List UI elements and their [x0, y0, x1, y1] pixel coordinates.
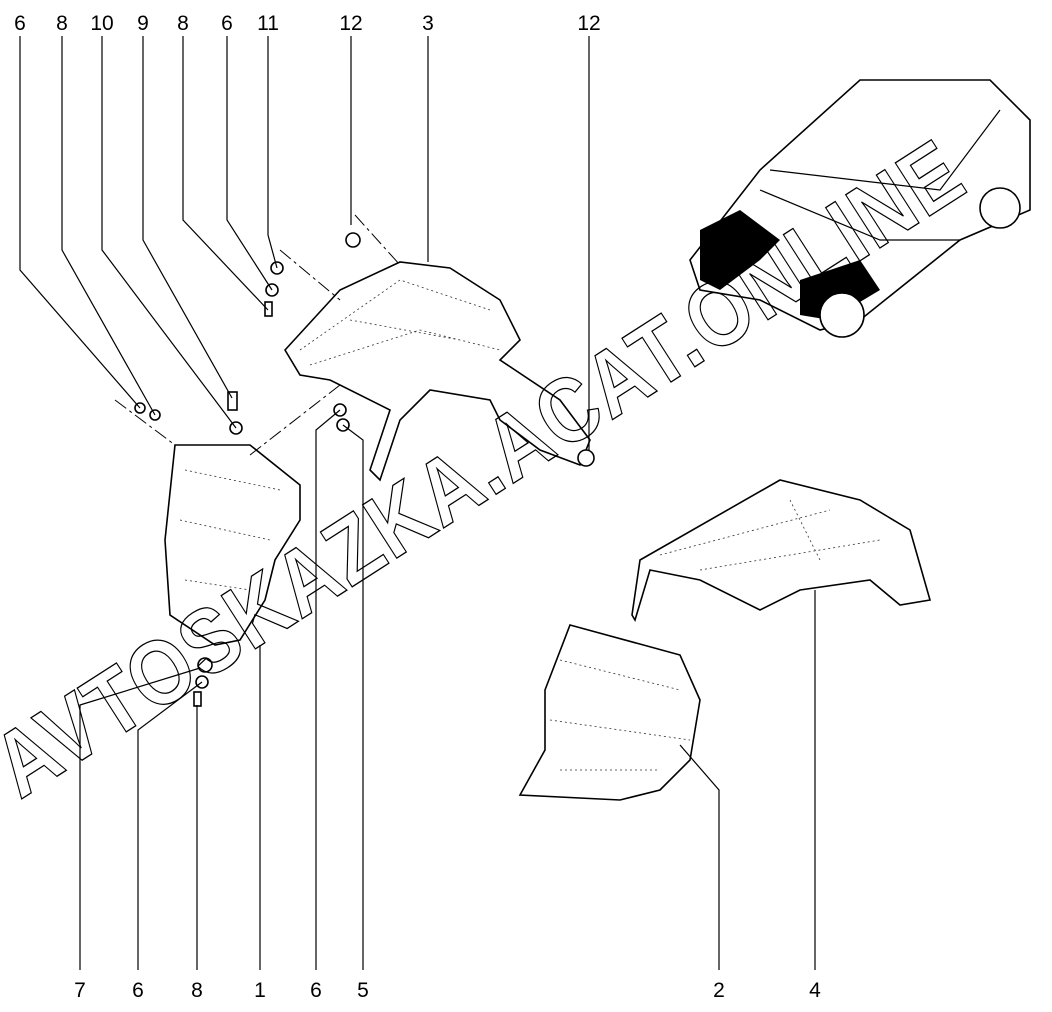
part-4-rear-liner: [631, 479, 932, 622]
watermark: AVTOSKAZKA.ACAT.ONLINE: [0, 121, 982, 817]
leader-lines: [19, 36, 816, 970]
callout-12: 12: [577, 12, 600, 35]
rear-wheel: [979, 187, 1021, 229]
callout-4: 4: [809, 979, 821, 1002]
front-liner-highlight: [800, 260, 880, 320]
callout-6: 6: [221, 12, 233, 35]
vehicle-thumbnail: [689, 79, 1031, 338]
callout-3: 3: [422, 12, 434, 35]
callout-8: 8: [56, 12, 68, 35]
callout-8: 8: [191, 979, 203, 1002]
callout-7: 7: [74, 979, 86, 1002]
callout-12: 12: [339, 12, 362, 35]
assembly-lines: [114, 214, 401, 456]
callout-8: 8: [177, 12, 189, 35]
callout-9: 9: [137, 12, 149, 35]
front-wheel: [819, 292, 865, 338]
part-3-front-liner: [284, 261, 591, 482]
fasteners: [134, 232, 595, 707]
callout-5: 5: [357, 979, 369, 1002]
part-1-front-liner-rear: [164, 444, 301, 646]
top-callouts: 6 8 10 9 8 6 11 12 3 12: [14, 12, 601, 35]
callout-1: 1: [254, 979, 266, 1002]
callout-6: 6: [132, 979, 144, 1002]
part-2-rear-liner-front: [518, 624, 701, 801]
callout-2: 2: [713, 979, 725, 1002]
callout-6: 6: [14, 12, 26, 35]
bottom-callouts: 7 6 8 1 6 5 2 4: [74, 979, 821, 1002]
front-liner-highlight: [700, 210, 780, 290]
callout-6: 6: [310, 979, 322, 1002]
callout-11: 11: [257, 12, 279, 35]
callout-10: 10: [90, 12, 113, 35]
